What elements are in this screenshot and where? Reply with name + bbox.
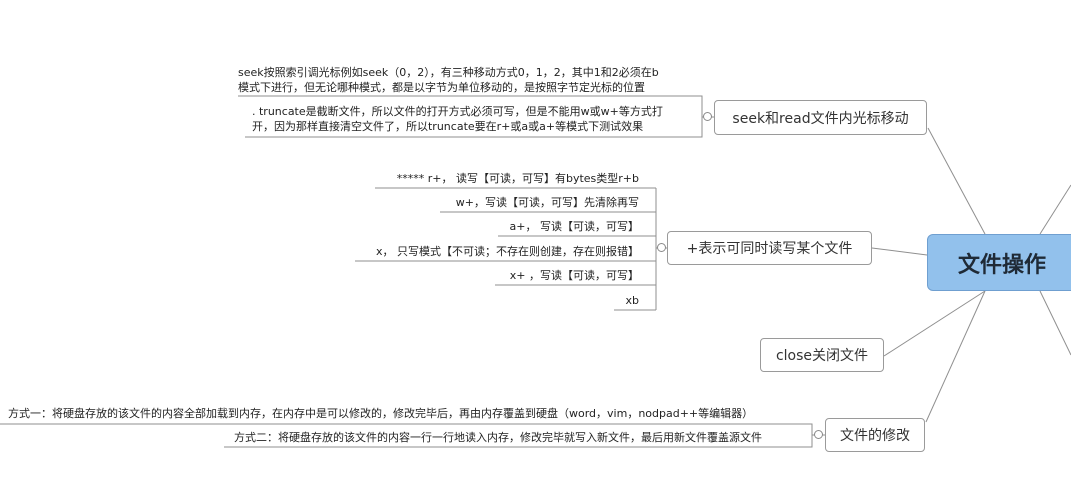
- seek-leaf-2-line1: . truncate是截断文件，所以文件的打开方式必须可写，但是不能用w或w+等…: [252, 105, 663, 118]
- link-seek-leaf1: [238, 95, 703, 117]
- seek-leaf-1-line1: seek按照索引调光标例如seek（0，2），有三种移动方式0，1，2，其中1和…: [238, 66, 659, 79]
- link-seek-leaf2: [245, 117, 703, 138]
- branch-modify-label: 文件的修改: [840, 428, 910, 444]
- link-root-right-top: [1039, 184, 1071, 235]
- modify-collapse-toggle[interactable]: [814, 430, 823, 439]
- seek-collapse-toggle[interactable]: [703, 112, 712, 121]
- plus-leaf-3[interactable]: a+， 写读【可读，可写】: [509, 220, 639, 233]
- seek-leaf-1[interactable]: seek按照索引调光标例如seek（0，2），有三种移动方式0，1，2，其中1和…: [238, 65, 659, 95]
- branch-seek-label: seek和read文件内光标移动: [732, 110, 909, 127]
- link-modify-leaf2: [224, 435, 813, 448]
- plus-leaf-1[interactable]: ***** r+， 读写【可读，可写】有bytes类型r+b: [396, 172, 639, 185]
- branch-plus-label: +表示可同时读写某个文件: [686, 241, 853, 257]
- branch-modify-node[interactable]: 文件的修改: [825, 418, 925, 452]
- modify-leaf-1[interactable]: 方式一：将硬盘存放的该文件的内容全部加载到内存，在内存中是可以修改的，修改完毕后…: [8, 407, 754, 420]
- plus-leaf-6[interactable]: xb: [625, 294, 640, 307]
- seek-leaf-1-line2: 模式下进行，但无论哪种模式，都是以字节为单位移动的，是按照字节定光标的位置: [238, 81, 645, 94]
- branch-seek-node[interactable]: seek和read文件内光标移动: [714, 100, 927, 135]
- link-modify-leaf1: [0, 423, 813, 435]
- plus-leaf-4[interactable]: x， 只写模式【不可读；不存在则创建，存在则报错】: [375, 245, 639, 258]
- plus-leaf-5[interactable]: x+ ，写读【可读，可写】: [509, 269, 639, 282]
- seek-leaf-2-line2: 开，因为那样直接清空文件了，所以truncate要在r+或a或a+等模式下测试效…: [252, 120, 644, 133]
- link-root-right-bottom: [1039, 290, 1071, 356]
- link-root-close: [883, 290, 986, 357]
- link-root-modify: [925, 290, 986, 423]
- root-node[interactable]: 文件操作: [927, 234, 1071, 291]
- branch-plus-node[interactable]: +表示可同时读写某个文件: [667, 231, 872, 265]
- plus-collapse-toggle[interactable]: [657, 243, 666, 252]
- link-root-seek: [927, 127, 986, 235]
- branch-close-label: close关闭文件: [775, 348, 869, 364]
- branch-close-node[interactable]: close关闭文件: [760, 338, 884, 372]
- modify-leaf-2[interactable]: 方式二：将硬盘存放的该文件的内容一行一行地读入内存，修改完毕就写入新文件，最后用…: [234, 431, 762, 444]
- root-label: 文件操作: [957, 252, 1046, 278]
- seek-leaf-2[interactable]: . truncate是截断文件，所以文件的打开方式必须可写，但是不能用w或w+等…: [252, 104, 663, 134]
- plus-leaf-2[interactable]: w+，写读【可读，可写】先清除再写: [455, 196, 639, 209]
- link-root-plus: [871, 247, 928, 256]
